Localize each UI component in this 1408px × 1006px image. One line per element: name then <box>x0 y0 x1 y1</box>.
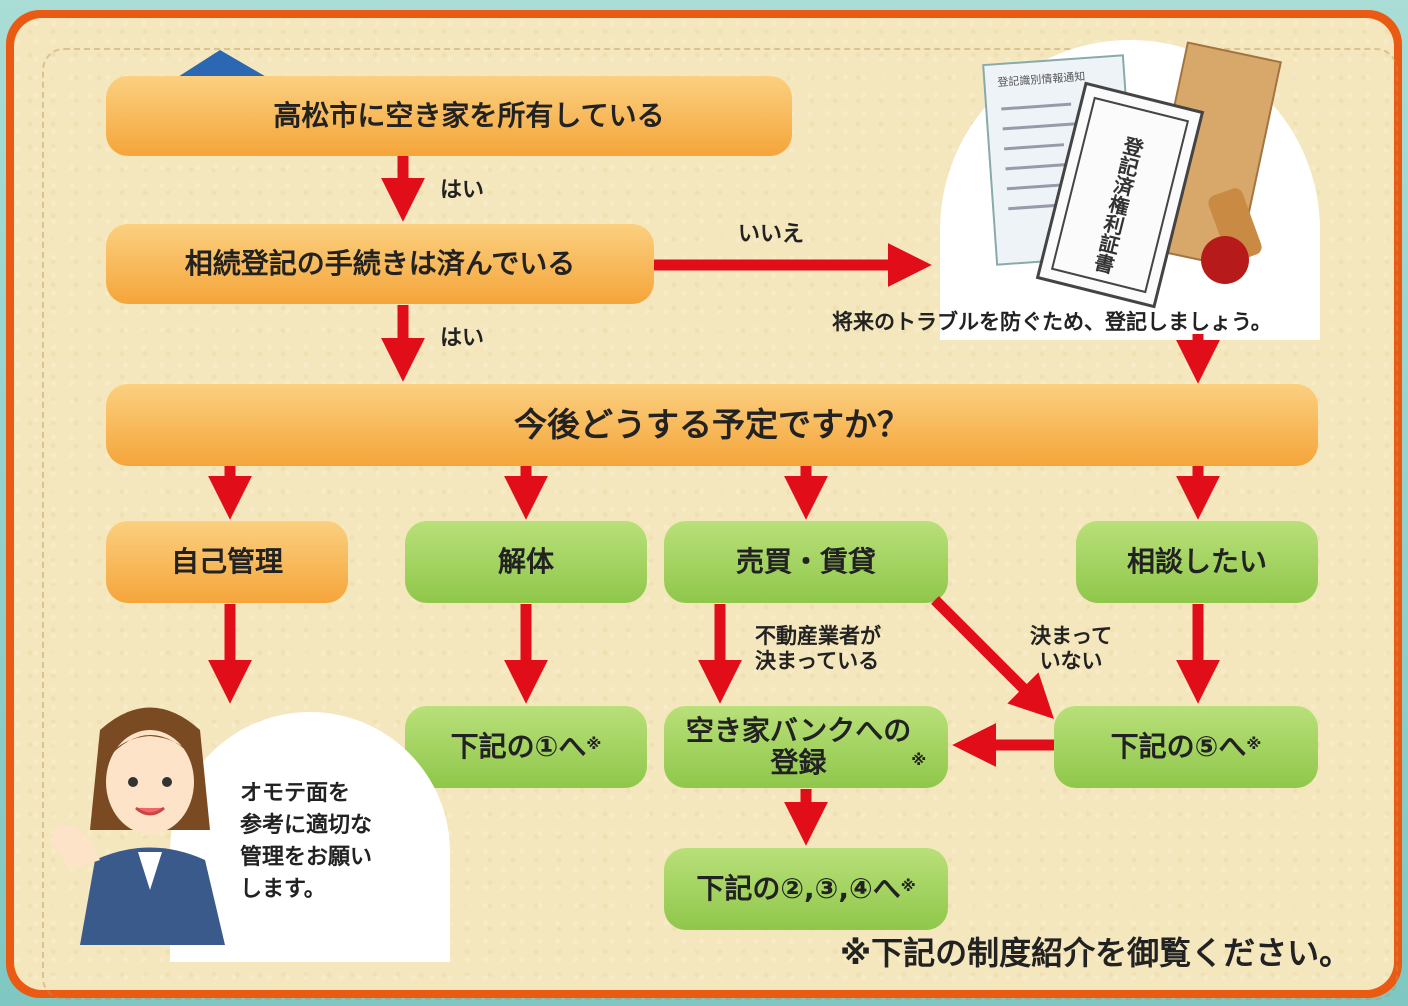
stitched-border <box>42 48 1398 1000</box>
demolish-label: 解体 <box>497 544 554 578</box>
akiya-bank-label: 空き家バンクへの 登録 <box>685 713 912 779</box>
akiya-bank-box: 空き家バンクへの 登録※ <box>664 706 948 788</box>
to-234-label: 下記の②,③,④へ <box>696 871 901 905</box>
sale-rent-box: 売買・賃貸 <box>664 521 948 603</box>
self-manage-box: 自己管理 <box>106 521 348 603</box>
to-5-box: 下記の⑤へ※ <box>1054 706 1318 788</box>
owns-house-label: 高松市に空き家を所有している <box>273 98 665 132</box>
consult-label: 相談したい <box>1126 544 1267 578</box>
demolish-box: 解体 <box>405 521 647 603</box>
to-1-box: 下記の①へ※ <box>405 706 647 788</box>
register-advice-text: 将来のトラブルを防ぐため、登記しましょう。 <box>832 310 1272 334</box>
to-234-note-mark: ※ <box>900 877 916 896</box>
advice-bubble-text: オモテ面を 参考に適切な 管理をお願い します。 <box>240 781 373 902</box>
inheritance-box: 相続登記の手続きは済んでいる <box>106 224 654 304</box>
footnote: ※下記の制度紹介を御覧ください。 <box>840 934 1352 972</box>
yes-label-1: はい <box>440 178 485 203</box>
self-manage-label: 自己管理 <box>170 544 283 578</box>
consult-box: 相談したい <box>1076 521 1318 603</box>
inheritance-label: 相続登記の手続きは済んでいる <box>184 246 576 280</box>
realtor-decided-label: 不動産業者が 決まっている <box>755 624 881 674</box>
to-1-note-mark: ※ <box>586 735 602 754</box>
arrow-sale-to-5 <box>931 596 1055 720</box>
akiya-bank-note-mark: ※ <box>911 751 927 770</box>
advisor-woman-illustration <box>50 707 225 945</box>
registration-documents-illustration: 登記識別情報通知 登記済権利証書 <box>982 41 1282 309</box>
to-1-label: 下記の①へ <box>450 729 587 763</box>
plan-question-box: 今後どうする予定ですか？ <box>106 384 1318 466</box>
sale-rent-label: 売買・賃貸 <box>735 544 876 578</box>
plan-question-label: 今後どうする予定ですか？ <box>514 405 910 445</box>
yes-label-2: はい <box>440 326 485 351</box>
to-5-note-mark: ※ <box>1246 735 1262 754</box>
document-heading-text: 登記識別情報通知 <box>997 69 1086 89</box>
owns-house-box: 高松市に空き家を所有している <box>106 76 792 156</box>
not-decided-label: 決まって いない <box>1030 624 1113 674</box>
to-5-label: 下記の⑤へ <box>1110 729 1247 763</box>
no-label: いいえ <box>738 222 805 247</box>
to-234-box: 下記の②,③,④へ※ <box>664 848 948 930</box>
